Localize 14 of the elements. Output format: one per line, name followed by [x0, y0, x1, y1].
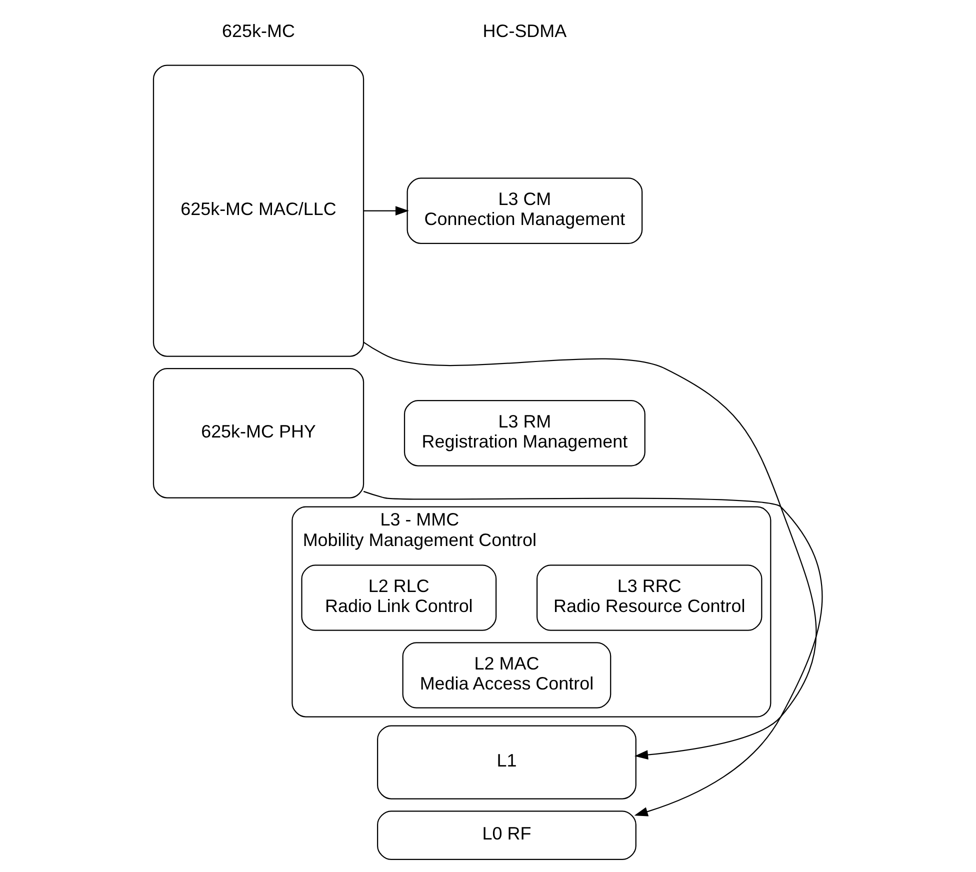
node-box: L3 RM Registration Management	[404, 400, 646, 466]
node-box: 625k-MC PHY	[152, 368, 364, 498]
node-box: 625k-MC MAC/LLC	[152, 64, 364, 357]
node-box: L3 CM Connection Management	[406, 178, 643, 244]
node-box: L2 RLC Radio Link Control	[301, 564, 497, 631]
node-box: L3 RRC Radio Resource Control	[536, 564, 762, 631]
node-box: L1	[377, 725, 636, 800]
node-box: L2 MAC Media Access Control	[402, 642, 612, 708]
arrow	[364, 206, 409, 216]
arrow	[363, 490, 823, 816]
label: 625k-MC	[222, 21, 295, 42]
arrow	[363, 342, 817, 760]
label: HC-SDMA	[482, 21, 567, 42]
node-box: L0 RF	[377, 810, 636, 860]
